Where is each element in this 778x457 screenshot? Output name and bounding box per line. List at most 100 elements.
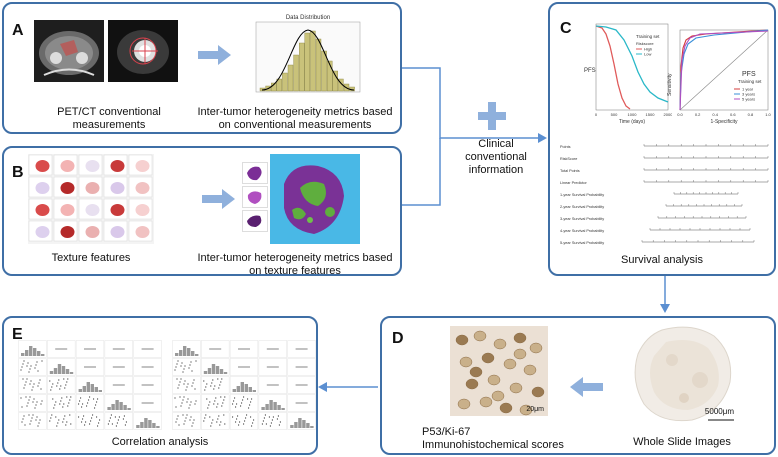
panel-b-letter: B [12, 164, 24, 181]
texture-metrics-caption: Inter-tumor heterogeneity metrics based … [197, 252, 393, 277]
corr-hist-bar [277, 405, 281, 410]
corr-point [188, 367, 190, 369]
corr-point [110, 414, 112, 416]
corr-point [67, 378, 69, 380]
corr-hist-bar [273, 402, 277, 410]
corr-point [222, 402, 224, 404]
corr-point [270, 422, 272, 424]
corr-point [239, 421, 241, 423]
corr-point [263, 417, 265, 419]
nomogram-row-label: 3-year Survival Probability [560, 217, 604, 221]
corr-hist-bar [191, 351, 195, 356]
corr-point [204, 389, 206, 391]
corr-point [34, 367, 36, 369]
corr-point [56, 385, 58, 387]
corr-hist-bar [290, 425, 294, 428]
corr-point [279, 421, 281, 423]
texture-blob [35, 204, 50, 216]
corr-cell [47, 376, 76, 394]
corr-hist-bar [187, 348, 191, 356]
corr-point [250, 401, 252, 403]
corr-point [177, 360, 179, 362]
corr-point [97, 398, 99, 400]
texture-blob [110, 160, 125, 172]
corr-point [39, 379, 41, 381]
correlation-analysis-caption: Correlation analysis [111, 436, 209, 448]
corr-point [37, 425, 39, 427]
corr-point [271, 419, 273, 421]
ihc-nucleus [455, 334, 469, 346]
corr-point [29, 423, 31, 425]
corr-point [24, 384, 26, 386]
corr-point [242, 399, 244, 401]
corr-point [22, 418, 24, 420]
panel-b: B Texture features Inter-tumor heterogen… [2, 146, 402, 277]
wsi-caption: Whole Slide Images [633, 436, 731, 448]
corr-point [232, 416, 234, 418]
corr-point [223, 399, 225, 401]
corr-hist-bar [78, 389, 82, 392]
corr-point [69, 414, 71, 416]
ihc-nucleus [513, 332, 527, 344]
corr-point [211, 422, 213, 424]
corr-point [203, 420, 205, 422]
texture-blob [60, 160, 75, 172]
corr-point [243, 396, 245, 398]
corr-point [32, 414, 34, 416]
corr-point [28, 371, 30, 373]
corr-hist-bar [94, 387, 98, 392]
corr-point [117, 419, 119, 421]
pet-image [108, 20, 178, 82]
corr-point [176, 418, 178, 420]
roc-xtick-0: 0.0 [677, 112, 683, 117]
corr-point [191, 370, 193, 372]
corr-hist-bar [69, 372, 74, 374]
corr-point [205, 414, 207, 416]
corr-hist-bar [49, 371, 54, 374]
corr-point [29, 396, 31, 398]
corr-point [210, 385, 212, 387]
corr-point [25, 381, 27, 383]
corr-point [20, 397, 22, 399]
corr-hist-bar [281, 408, 285, 410]
corr-point [65, 424, 67, 426]
panel-c: C PFS Training set Riskscore High Low 0 … [548, 2, 776, 276]
corr-point [40, 403, 42, 405]
corr-point [213, 388, 215, 390]
corr-point [83, 415, 85, 417]
nomogram-row-label: Total Points [560, 169, 580, 173]
corr-hist-bar [152, 423, 156, 428]
corr-point [96, 416, 98, 418]
corr-point [249, 404, 251, 406]
corr-point [248, 407, 250, 409]
corr-hist-bar [183, 346, 187, 356]
corr-point [203, 380, 205, 382]
whole-slide-image: 5000μm [622, 320, 742, 428]
corr-point [189, 404, 191, 406]
corr-point [114, 416, 116, 418]
corr-hist-bar [207, 368, 212, 374]
corr-hist-bar [136, 425, 140, 428]
histogram-bar [304, 32, 310, 92]
corr-point [81, 421, 83, 423]
corr-point [116, 422, 118, 424]
corr-hist-bar [33, 348, 37, 356]
corr-point [187, 398, 189, 400]
texture-blob [85, 182, 100, 194]
corr-hist-bar [265, 404, 269, 410]
ihc-nucleus [469, 366, 483, 378]
corr-point [195, 360, 197, 362]
corr-cell [18, 358, 47, 376]
corr-point [236, 418, 238, 420]
histogram-title: Data Distribution [286, 15, 330, 21]
roc-xlabel: 1-Specificity [711, 119, 738, 125]
corr-point [57, 422, 59, 424]
corr-hist-bar [29, 346, 33, 356]
texture-blob [85, 160, 100, 172]
corr-point [221, 378, 223, 380]
ihc-nucleus [459, 356, 473, 368]
corr-hist-bar [232, 389, 236, 392]
corr-hist-bar [195, 354, 199, 356]
corr-point [35, 364, 37, 366]
corr-point [51, 414, 53, 416]
